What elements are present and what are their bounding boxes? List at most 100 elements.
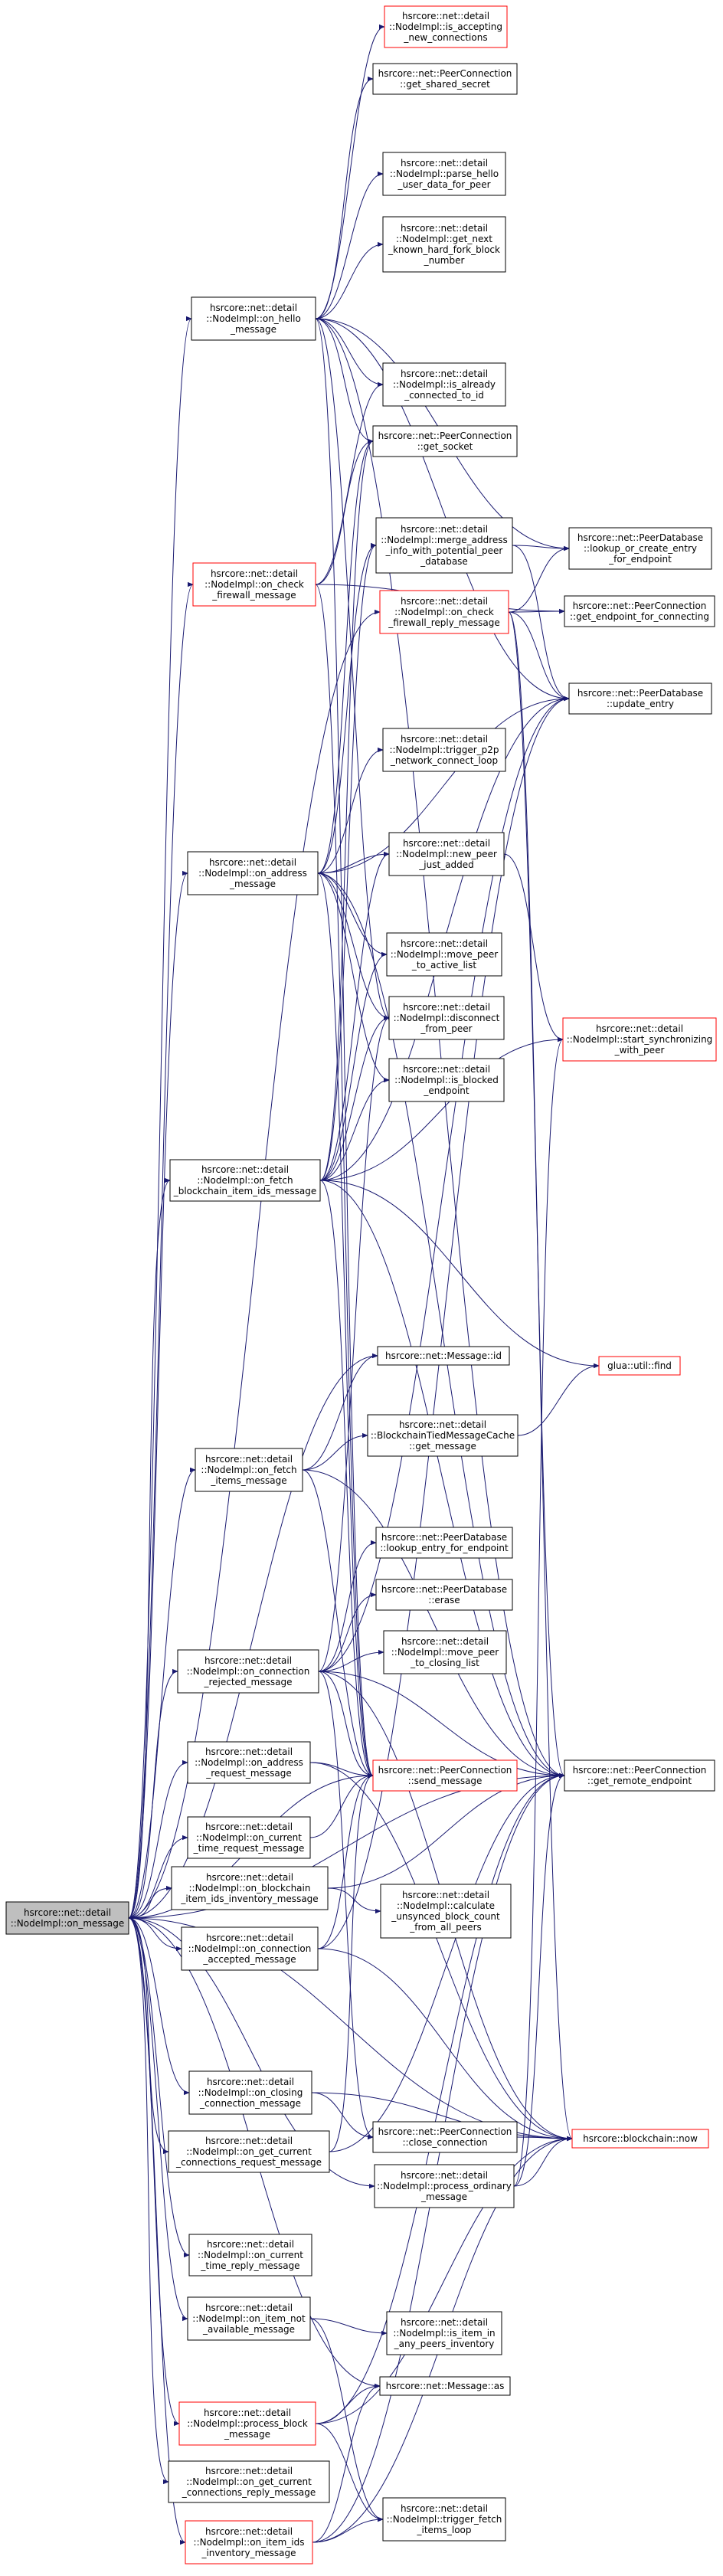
node-get_next_hard_fork[interactable]: hsrcore::net::detail::NodeImpl::get_next…	[382, 216, 506, 273]
node-on_closing_connection[interactable]: hsrcore::net::detail::NodeImpl::on_closi…	[188, 2070, 312, 2115]
node-get_shared_secret[interactable]: hsrcore::net::PeerConnection::get_shared…	[372, 63, 518, 95]
node-label-line: hsrcore::net::detail	[401, 158, 488, 169]
edge-on_fetch_blockchain-to-merge_address	[319, 542, 377, 1181]
node-on_get_current_connections_reply[interactable]: hsrcore::net::detail::NodeImpl::on_get_c…	[168, 2460, 330, 2503]
edge-new_peer_just_added-to-start_sync	[503, 853, 564, 1043]
node-on_address[interactable]: hsrcore::net::detail::NodeImpl::on_addre…	[187, 851, 319, 895]
node-box	[377, 1346, 510, 1366]
node-on_hello[interactable]: hsrcore::net::detail::NodeImpl::on_hello…	[191, 296, 316, 341]
node-on_item_not_available[interactable]: hsrcore::net::detail::NodeImpl::on_item_…	[187, 2296, 311, 2341]
node-message_id[interactable]: hsrcore::net::Message::id	[377, 1346, 510, 1366]
edge-merge_address-to-lookup_or_create	[512, 545, 570, 552]
node-get_socket[interactable]: hsrcore::net::PeerConnection::get_socket	[372, 425, 518, 457]
node-box	[192, 562, 316, 607]
node-label-line: ::NodeImpl::start_synchronizing	[567, 1034, 713, 1045]
node-on_fetch_blockchain[interactable]: hsrcore::net::detail::NodeImpl::on_fetch…	[169, 1159, 321, 1202]
node-on_connection_accepted[interactable]: hsrcore::net::detail::NodeImpl::on_conne…	[181, 1926, 319, 1971]
node-get_remote_endpoint[interactable]: hsrcore::net::PeerConnection::get_remote…	[564, 1759, 715, 1792]
node-on_current_time_reply[interactable]: hsrcore::net::detail::NodeImpl::on_curre…	[188, 2234, 312, 2277]
node-label-line: hsrcore::net::detail	[205, 1822, 293, 1832]
node-on_get_current_connections_request[interactable]: hsrcore::net::detail::NodeImpl::on_get_c…	[168, 2130, 330, 2173]
node-disconnect_from_peer[interactable]: hsrcore::net::detail::NodeImpl::disconne…	[388, 996, 505, 1040]
node-label-line: _message	[229, 879, 276, 889]
node-label-line: hsrcore::net::detail	[210, 303, 297, 313]
node-lookup_or_create[interactable]: hsrcore::net::PeerDatabase::lookup_or_cr…	[568, 527, 712, 570]
node-update_entry[interactable]: hsrcore::net::PeerDatabase::update_entry	[568, 682, 712, 715]
edge-on_hello-to-disconnect_from_peer	[315, 318, 390, 1021]
node-start_sync[interactable]: hsrcore::net::detail::NodeImpl::start_sy…	[562, 1017, 717, 1062]
node-merge_address[interactable]: hsrcore::net::detail::NodeImpl::merge_ad…	[375, 517, 513, 574]
node-peerdb_erase[interactable]: hsrcore::net::PeerDatabase::erase	[375, 1579, 513, 1611]
node-label-line: ::NodeImpl::new_peer	[396, 849, 497, 859]
node-label-line: hsrcore::net::detail	[401, 2503, 488, 2514]
node-label-line: ::NodeImpl::on_get_current	[186, 2146, 312, 2157]
node-move_peer_closing[interactable]: hsrcore::net::detail::NodeImpl::move_pee…	[383, 1630, 507, 1674]
node-calculate_unsynced[interactable]: hsrcore::net::detail::NodeImpl::calculat…	[380, 1884, 512, 1939]
node-box	[168, 2460, 330, 2503]
node-new_peer_just_added[interactable]: hsrcore::net::detail::NodeImpl::new_peer…	[388, 832, 505, 876]
edge-on_fetch_blockchain-to-disconnect_from_peer	[319, 1015, 390, 1181]
edge-root-to-on_get_current_connections_request	[128, 1917, 169, 2155]
node-parse_hello[interactable]: hsrcore::net::detail::NodeImpl::parse_he…	[382, 152, 506, 196]
node-is_already_connected[interactable]: hsrcore::net::detail::NodeImpl::is_alrea…	[382, 362, 506, 407]
node-box	[388, 1058, 505, 1102]
node-label-line: hsrcore::net::detail	[401, 223, 488, 234]
edge-on_connection_accepted-to-blockchain_now	[317, 1948, 573, 2142]
edge-on_address_request-to-blockchain_now	[309, 1762, 573, 2142]
node-on_current_time_request[interactable]: hsrcore::net::detail::NodeImpl::on_curre…	[187, 1816, 311, 1859]
node-trigger_fetch_items[interactable]: hsrcore::net::detail::NodeImpl::trigger_…	[382, 2497, 506, 2542]
node-label-line: ::close_connection	[402, 2137, 487, 2148]
edge-on_fetch_items-to-tied_message_cache	[302, 1432, 368, 1471]
node-label-line: _message	[224, 2429, 270, 2440]
node-label-line: hsrcore::net::detail	[205, 1454, 293, 1465]
node-label-line: ::get_socket	[417, 441, 473, 452]
node-box	[382, 216, 506, 273]
node-on_item_ids_inventory[interactable]: hsrcore::net::detail::NodeImpl::on_item_…	[185, 2520, 313, 2565]
edge-on_connection_rejected-to-disconnect_from_peer	[318, 1015, 390, 1672]
node-label-line: ::NodeImpl::get_next	[396, 234, 492, 244]
node-send_message[interactable]: hsrcore::net::PeerConnection::send_messa…	[372, 1759, 518, 1792]
node-label-line: _request_message	[205, 1768, 292, 1779]
node-label-line: _connected_to_id	[404, 390, 484, 401]
node-label-line: ::NodeImpl::on_check	[394, 607, 494, 617]
node-label-line: hsrcore::net::detail	[207, 2077, 294, 2087]
edge-close_connection-to-blockchain_now	[516, 2136, 573, 2142]
edge-on_blockchain_inventory-to-get_remote_endpoint	[327, 1772, 565, 1889]
node-is_blocked[interactable]: hsrcore::net::detail::NodeImpl::is_block…	[388, 1058, 505, 1102]
node-label-line: hsrcore::net::detail	[401, 596, 488, 607]
edge-on_address-to-disconnect_from_peer	[317, 872, 390, 1021]
node-glua_find[interactable]: glua::util::find	[598, 1356, 681, 1376]
node-is_item_in_any_peers[interactable]: hsrcore::net::detail::NodeImpl::is_item_…	[386, 2311, 502, 2355]
node-move_peer_active[interactable]: hsrcore::net::detail::NodeImpl::move_pee…	[386, 932, 502, 977]
node-on_address_request[interactable]: hsrcore::net::detail::NodeImpl::on_addre…	[187, 1741, 311, 1784]
node-on_fetch_items[interactable]: hsrcore::net::detail::NodeImpl::on_fetch…	[195, 1448, 303, 1492]
node-trigger_p2p[interactable]: hsrcore::net::detail::NodeImpl::trigger_…	[382, 728, 506, 772]
edge-on_check_firewall-to-is_already_connected	[315, 381, 384, 585]
node-box	[168, 2130, 330, 2173]
node-on_check_firewall[interactable]: hsrcore::net::detail::NodeImpl::on_check…	[192, 562, 316, 607]
node-get_endpoint_for_connecting[interactable]: hsrcore::net::PeerConnection::get_endpoi…	[564, 595, 715, 627]
node-label-line: hsrcore::net::PeerConnection	[378, 430, 512, 441]
node-process_ordinary[interactable]: hsrcore::net::detail::NodeImpl::process_…	[374, 2164, 515, 2208]
edge-on_address-to-get_remote_endpoint	[317, 872, 565, 1779]
node-on_connection_rejected[interactable]: hsrcore::net::detail::NodeImpl::on_conne…	[177, 1649, 319, 1694]
node-box	[187, 1816, 311, 1859]
node-process_block[interactable]: hsrcore::net::detail::NodeImpl::process_…	[178, 2401, 316, 2446]
node-blockchain_now[interactable]: hsrcore::blockchain::now	[571, 2129, 709, 2149]
node-label-line: ::update_entry	[607, 699, 674, 709]
node-label-line: ::get_shared_secret	[400, 79, 490, 90]
node-label-line: hsrcore::net::detail	[207, 2239, 294, 2250]
node-root[interactable]: hsrcore::net::detail::NodeImpl::on_messa…	[5, 1901, 129, 1935]
node-lookup_entry[interactable]: hsrcore::net::PeerDatabase::lookup_entry…	[375, 1527, 513, 1559]
edge-root-to-process_block	[128, 1917, 180, 2427]
node-tied_message_cache[interactable]: hsrcore::net::detail::BlockchainTiedMess…	[367, 1414, 519, 1457]
node-label-line: _unsynced_block_count	[391, 1911, 500, 1922]
edge-on_item_ids_inventory-to-trigger_fetch_items	[312, 2516, 384, 2543]
node-message_as[interactable]: hsrcore::net::Message::as	[379, 2376, 511, 2396]
node-label-line: _number	[424, 255, 465, 266]
node-close_connection[interactable]: hsrcore::net::PeerConnection::close_conn…	[372, 2121, 518, 2153]
node-is_accepting[interactable]: hsrcore::net::detail::NodeImpl::is_accep…	[384, 5, 508, 48]
node-label-line: hsrcore::net::detail	[401, 938, 488, 949]
node-on_blockchain_inventory[interactable]: hsrcore::net::detail::NodeImpl::on_block…	[171, 1866, 329, 1910]
node-on_check_firewall_reply[interactable]: hsrcore::net::detail::NodeImpl::on_check…	[379, 590, 509, 634]
